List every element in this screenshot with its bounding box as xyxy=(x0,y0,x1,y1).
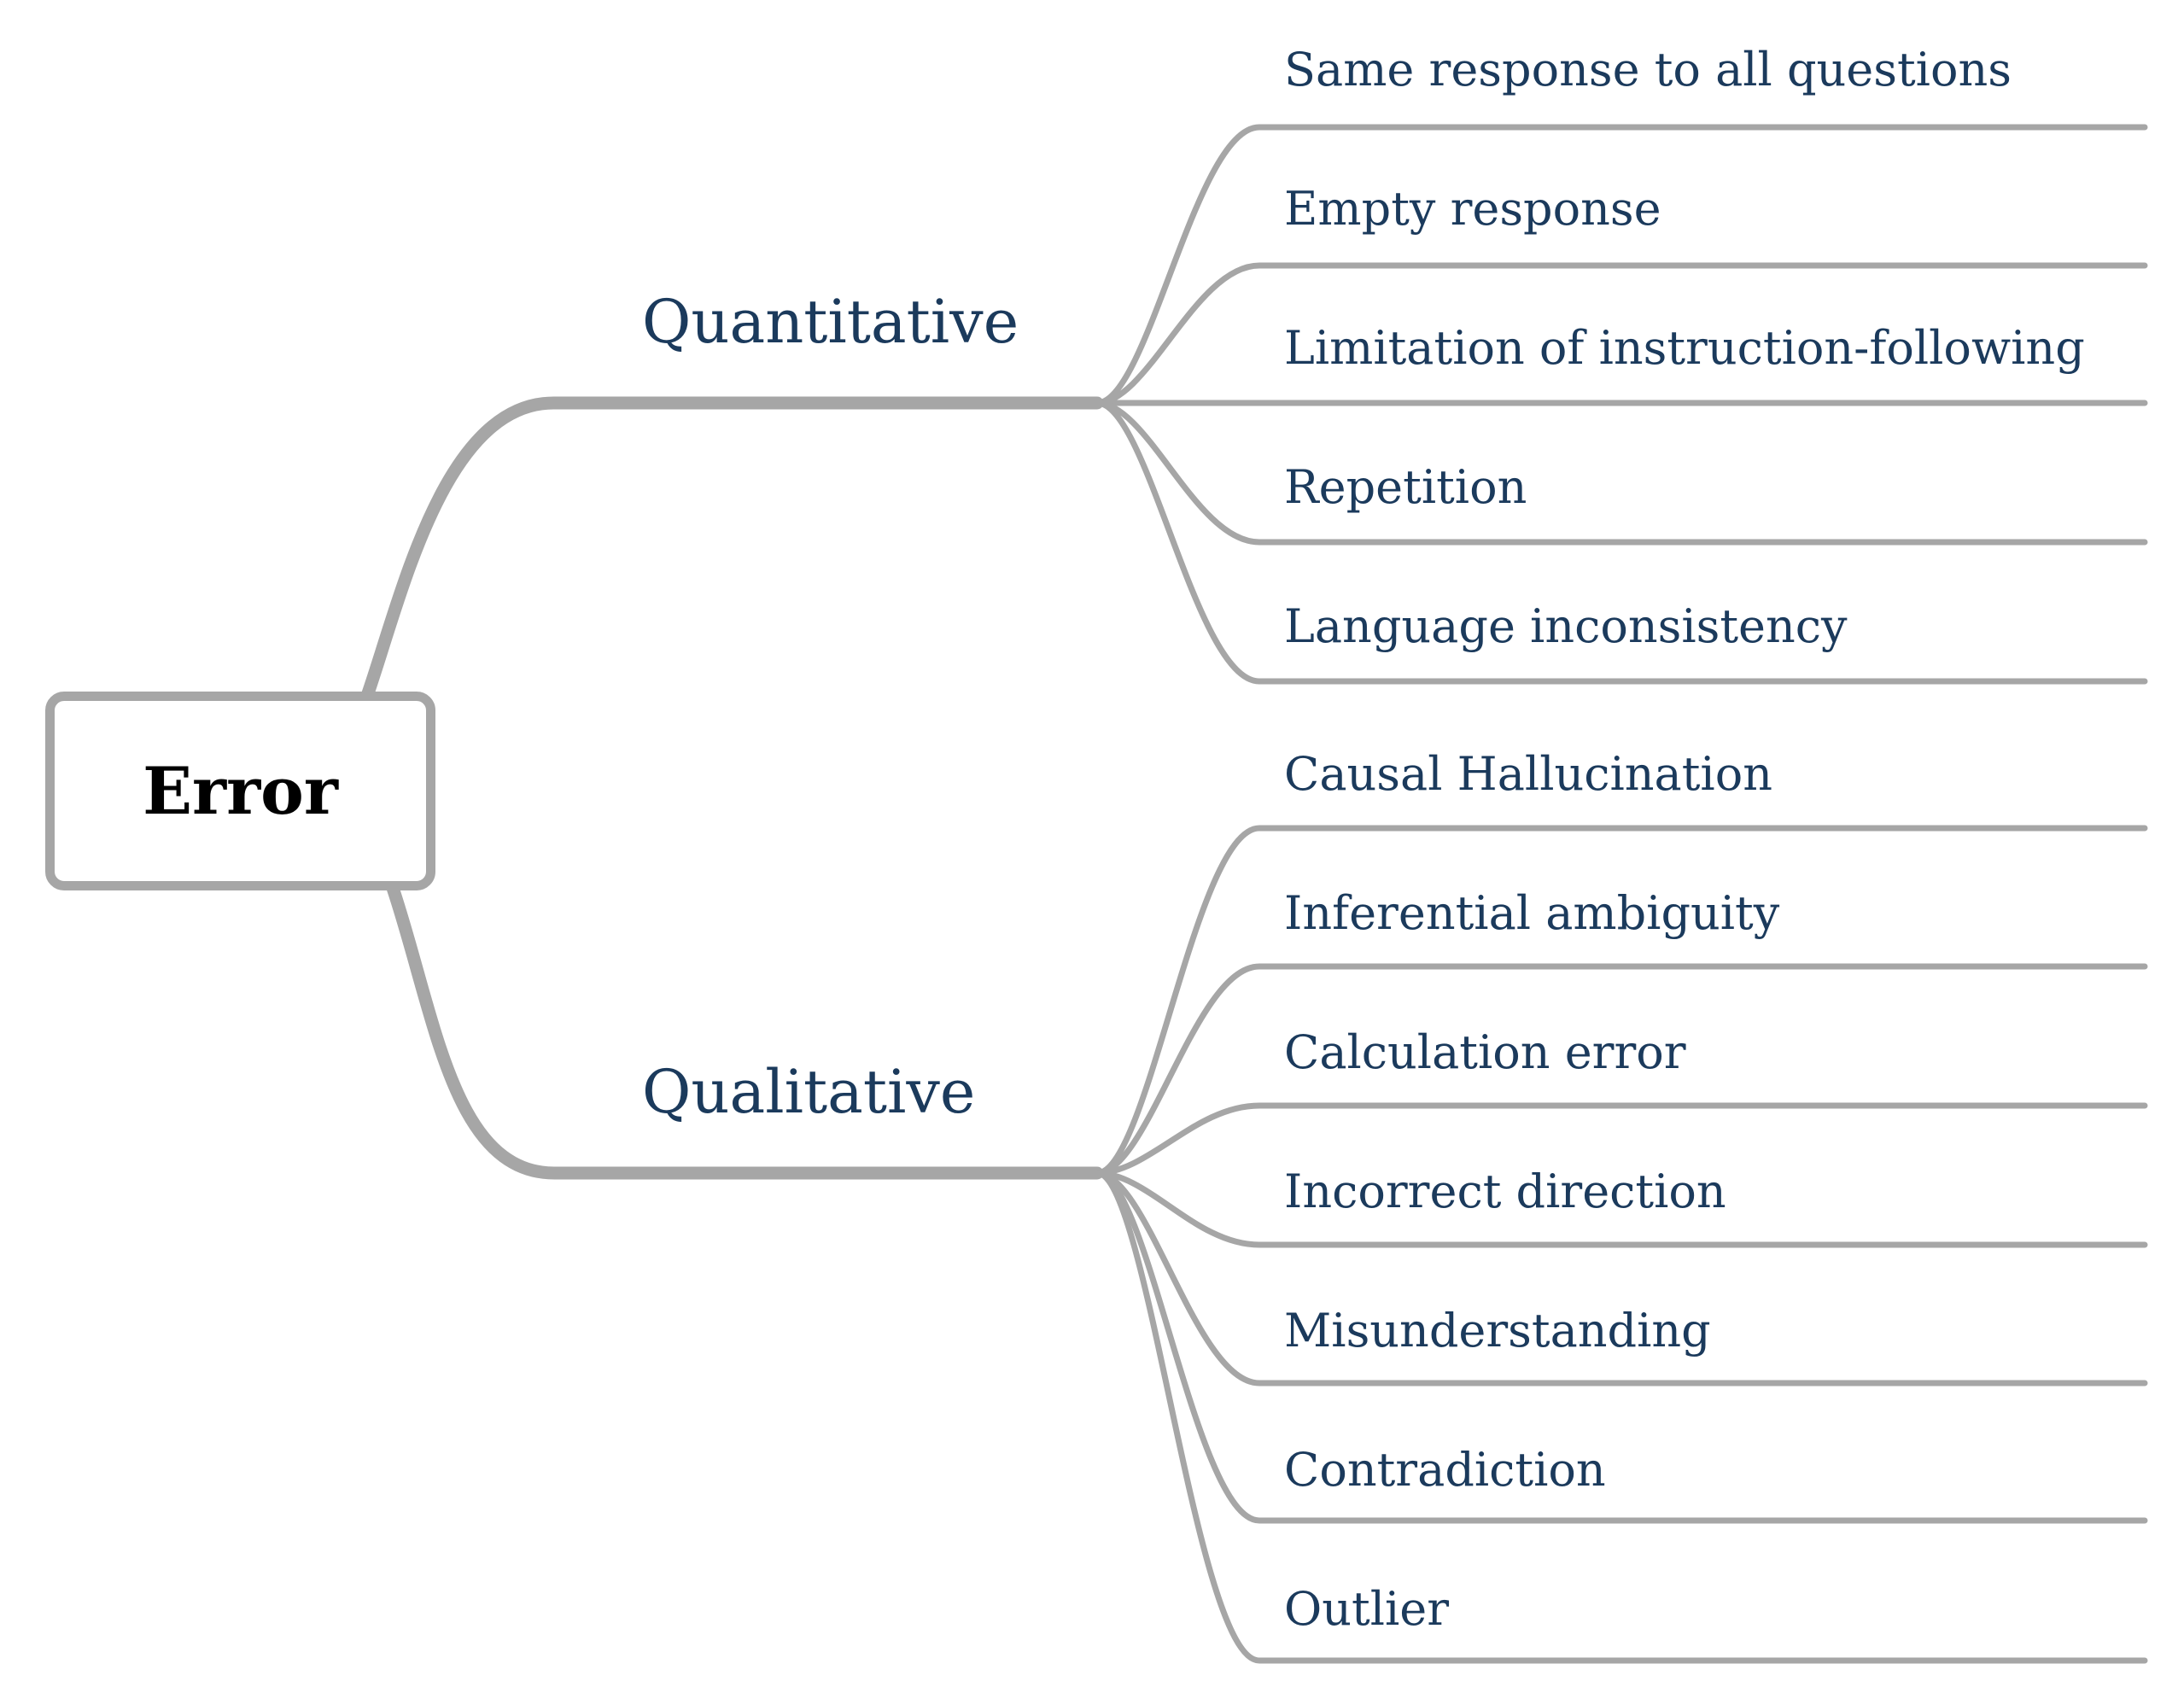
branch-label-quantitative: Quantitative xyxy=(642,287,1019,357)
leaf-label: Calculation error xyxy=(1284,1025,1686,1079)
leaf-label: Outlier xyxy=(1284,1582,1450,1636)
leaf-connector xyxy=(1094,1170,2148,1524)
leaf-connector xyxy=(1094,1170,2148,1664)
leaf-label: Misunderstanding xyxy=(1284,1304,1711,1357)
leaf-label: Empty response xyxy=(1284,182,1661,236)
leaf-label: Incorrect direction xyxy=(1284,1165,1726,1218)
trunk-quantitative xyxy=(360,396,1104,703)
leaf-connector xyxy=(1094,262,2148,406)
leaf-connector xyxy=(1094,124,2148,406)
leaf-connector xyxy=(1094,400,2148,546)
leaf-connector xyxy=(1094,1170,2148,1387)
leaf-connector xyxy=(1094,1170,2148,1248)
leaf-connector xyxy=(1094,1102,2148,1176)
leaf-label: Contradiction xyxy=(1284,1443,1606,1497)
root-label: Error xyxy=(143,752,338,829)
leaf-connector xyxy=(1094,825,2148,1176)
root-node: Error xyxy=(45,692,435,890)
leaf-label: Inferential ambiguity xyxy=(1284,886,1780,940)
leaf-label: Causal Hallucination xyxy=(1284,747,1772,801)
branch-label-qualitative: Qualitative xyxy=(642,1057,976,1127)
leaf-label: Limitation of instruction-following xyxy=(1284,321,2085,375)
leaf-label: Repetition xyxy=(1284,460,1527,514)
leaf-label: Same response to all questions xyxy=(1284,43,2012,96)
leaf-connector xyxy=(1094,400,2148,685)
leaf-connector xyxy=(1094,963,2148,1176)
leaf-label: Language inconsistency xyxy=(1284,599,1848,653)
trunk-qualitative xyxy=(386,881,1104,1180)
